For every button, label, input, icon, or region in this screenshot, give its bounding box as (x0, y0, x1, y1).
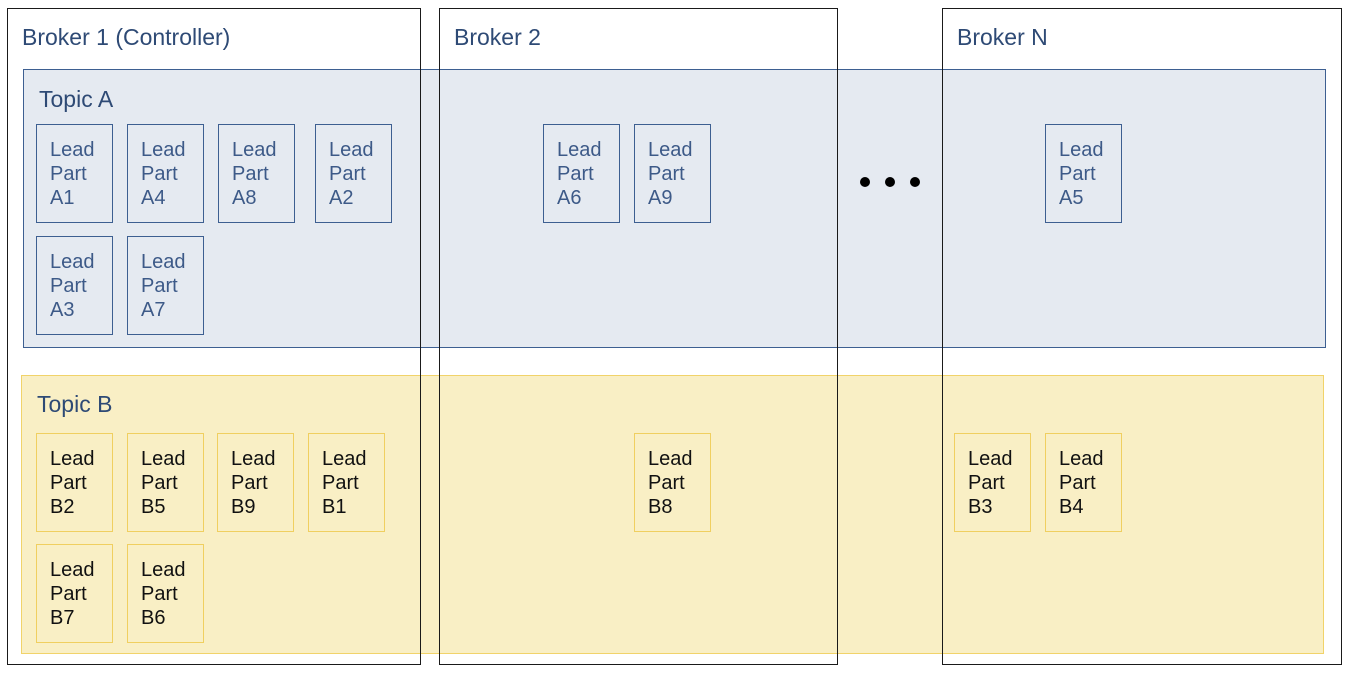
partition-line: Lead (50, 559, 95, 581)
partition-line: Part (141, 472, 178, 494)
partition-line: Lead (50, 448, 95, 470)
partition-line: Part (648, 472, 685, 494)
broker-n-box (942, 8, 1342, 665)
partition-line: Part (1059, 472, 1096, 494)
partition-line: Lead (231, 448, 276, 470)
partition-id: A9 (648, 187, 673, 209)
broker-1-label: Broker 1 (Controller) (22, 24, 231, 50)
partition-line: Lead (648, 139, 693, 161)
partition-line: Part (1059, 163, 1096, 185)
partition-line: Part (648, 163, 685, 185)
partition-line: Part (329, 163, 366, 185)
partition-line: Lead (232, 139, 277, 161)
partition-line: Lead (141, 448, 186, 470)
partition-line: Lead (141, 139, 186, 161)
ellipsis-dots-icon (860, 177, 920, 187)
partition-id: B7 (50, 607, 75, 629)
partition-line: Lead (141, 559, 186, 581)
partition-id: B1 (322, 496, 347, 518)
partition-line: Part (968, 472, 1005, 494)
partition-line: Part (50, 163, 87, 185)
partition-id: A7 (141, 299, 166, 321)
partition-id: A8 (232, 187, 257, 209)
topic-b-region (21, 375, 1324, 654)
partition-id: B6 (141, 607, 166, 629)
partition-line: Lead (50, 251, 95, 273)
broker-2-box (439, 8, 838, 665)
broker-2-label: Broker 2 (454, 24, 541, 50)
partition-id: B9 (231, 496, 256, 518)
partition-line: Part (141, 583, 178, 605)
partition-line: Lead (141, 251, 186, 273)
partition-id: A2 (329, 187, 354, 209)
partition-line: Lead (1059, 448, 1104, 470)
partition-line: Part (232, 163, 269, 185)
partition-line: Lead (648, 448, 693, 470)
topic-b-label: Topic B (37, 391, 113, 417)
partition-id: A4 (141, 187, 166, 209)
partition-line: Lead (322, 448, 367, 470)
partition-line: Part (141, 163, 178, 185)
partition-id: A6 (557, 187, 582, 209)
partition-id: B3 (968, 496, 993, 518)
partition-line: Lead (968, 448, 1013, 470)
partition-line: Part (231, 472, 268, 494)
partition-line: Part (141, 275, 178, 297)
topic-a-region (23, 69, 1326, 348)
partition-id: B5 (141, 496, 166, 518)
partition-line: Part (557, 163, 594, 185)
broker-1-box (7, 8, 421, 665)
partition-line: Lead (329, 139, 374, 161)
partition-line: Lead (50, 139, 95, 161)
partition-line: Part (50, 583, 87, 605)
partition-line: Part (50, 472, 87, 494)
topic-a-label: Topic A (39, 86, 114, 112)
partition-id: B4 (1059, 496, 1084, 518)
partition-id: A5 (1059, 187, 1084, 209)
partition-id: A1 (50, 187, 75, 209)
partition-line: Lead (1059, 139, 1104, 161)
broker-n-label: Broker N (957, 24, 1048, 50)
partition-line: Part (322, 472, 359, 494)
partition-line: Part (50, 275, 87, 297)
partition-id: A3 (50, 299, 75, 321)
partition-id: B8 (648, 496, 673, 518)
partition-id: B2 (50, 496, 75, 518)
partition-line: Lead (557, 139, 602, 161)
